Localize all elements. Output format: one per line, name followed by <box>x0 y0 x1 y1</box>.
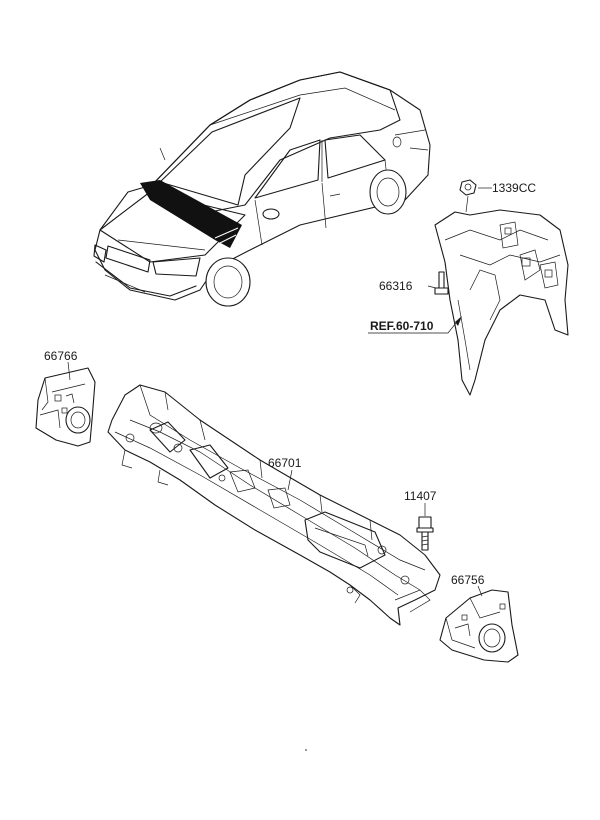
cowl-panel-illustration <box>107 384 441 626</box>
cowl-bolt-illustration <box>416 516 434 551</box>
sedan-illustration <box>93 71 431 307</box>
stray-dot <box>305 749 307 751</box>
callout-66316: 66316 <box>379 279 413 293</box>
side-panel-rh-illustration <box>439 589 519 663</box>
callout-ref-60-710: REF.60-710 <box>370 319 434 333</box>
callout-11407: 11407 <box>404 489 437 503</box>
callout-66766: 66766 <box>44 349 78 363</box>
fender-apron-illustration <box>434 179 569 396</box>
callout-66701: 66701 <box>268 456 302 470</box>
callout-66756: 66756 <box>451 573 485 587</box>
side-panel-lh-illustration <box>35 367 96 447</box>
callout-1339cc: 1339CC <box>492 181 536 195</box>
